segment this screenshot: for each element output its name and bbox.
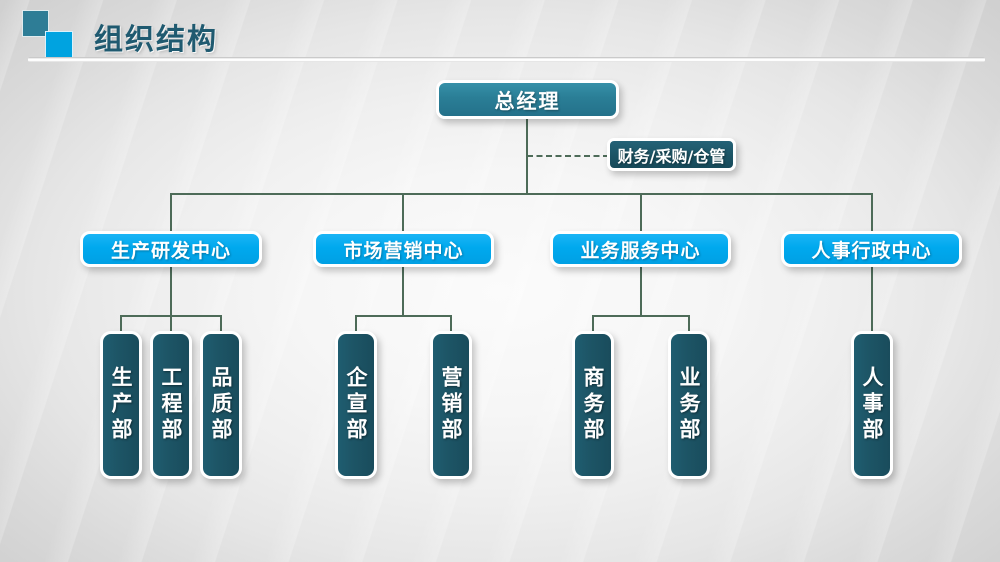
connector-drop-center-2 bbox=[402, 193, 404, 232]
node-label: 人事部 bbox=[860, 366, 885, 444]
node-center-business-service[interactable]: 业务服务中心 bbox=[550, 231, 731, 267]
node-leaf-quality-dept[interactable]: 品质部 bbox=[200, 331, 242, 479]
node-root-general-manager[interactable]: 总经理 bbox=[436, 80, 619, 119]
connector-drop-leaf-2-1 bbox=[355, 315, 357, 332]
node-aside-finance-purchasing-warehouse[interactable]: 财务/采购/仓管 bbox=[607, 138, 736, 171]
node-label: 品质部 bbox=[209, 366, 234, 444]
connector-drop-center-1 bbox=[170, 193, 172, 232]
node-label: 业务部 bbox=[677, 366, 702, 444]
connector-drop-center-3 bbox=[640, 193, 642, 232]
node-label: 市场营销中心 bbox=[343, 239, 464, 262]
node-leaf-production-dept[interactable]: 生产部 bbox=[100, 331, 142, 479]
connector-stem-group-1 bbox=[170, 266, 172, 316]
node-center-hr-admin[interactable]: 人事行政中心 bbox=[781, 231, 962, 267]
node-leaf-business-dept[interactable]: 业务部 bbox=[668, 331, 710, 479]
node-label: 工程部 bbox=[159, 366, 184, 444]
node-leaf-hr-dept[interactable]: 人事部 bbox=[851, 331, 893, 479]
node-center-production-rd[interactable]: 生产研发中心 bbox=[80, 231, 262, 267]
connector-drop-leaf-1-1 bbox=[120, 315, 122, 332]
node-label: 企宣部 bbox=[344, 366, 369, 444]
connector-stem-group-2 bbox=[402, 266, 404, 316]
node-leaf-engineering-dept[interactable]: 工程部 bbox=[150, 331, 192, 479]
connector-centers-bus bbox=[170, 193, 873, 195]
connector-stem-group-4 bbox=[871, 266, 873, 332]
node-leaf-sales-dept[interactable]: 营销部 bbox=[430, 331, 472, 479]
logo-square-dark-icon bbox=[22, 10, 49, 37]
node-label: 生产研发中心 bbox=[110, 239, 231, 262]
node-label: 财务/采购/仓管 bbox=[617, 146, 726, 166]
connector-drop-leaf-3-1 bbox=[592, 315, 594, 332]
connector-drop-leaf-1-3 bbox=[220, 315, 222, 332]
node-center-marketing[interactable]: 市场营销中心 bbox=[313, 231, 494, 267]
node-label: 营销部 bbox=[439, 366, 464, 444]
connector-stem-group-3 bbox=[640, 266, 642, 316]
connector-drop-leaf-1-2 bbox=[170, 315, 172, 332]
connector-aside-dashed bbox=[527, 155, 609, 157]
node-label: 业务服务中心 bbox=[580, 239, 701, 262]
node-label: 人事行政中心 bbox=[811, 239, 932, 262]
node-label: 总经理 bbox=[494, 89, 561, 113]
page-title: 组织结构 bbox=[94, 22, 219, 56]
connector-drop-center-4 bbox=[871, 193, 873, 232]
connector-bus-group-2 bbox=[355, 315, 451, 317]
logo bbox=[22, 10, 78, 59]
header-divider bbox=[28, 57, 985, 62]
node-leaf-commerce-dept[interactable]: 商务部 bbox=[572, 331, 614, 479]
connector-drop-leaf-3-2 bbox=[688, 315, 690, 332]
node-label: 商务部 bbox=[581, 366, 606, 444]
logo-square-bright-icon bbox=[45, 31, 73, 59]
connector-drop-leaf-2-2 bbox=[450, 315, 452, 332]
connector-bus-group-3 bbox=[592, 315, 689, 317]
node-leaf-publicity-dept[interactable]: 企宣部 bbox=[335, 331, 377, 479]
node-label: 生产部 bbox=[109, 366, 134, 444]
